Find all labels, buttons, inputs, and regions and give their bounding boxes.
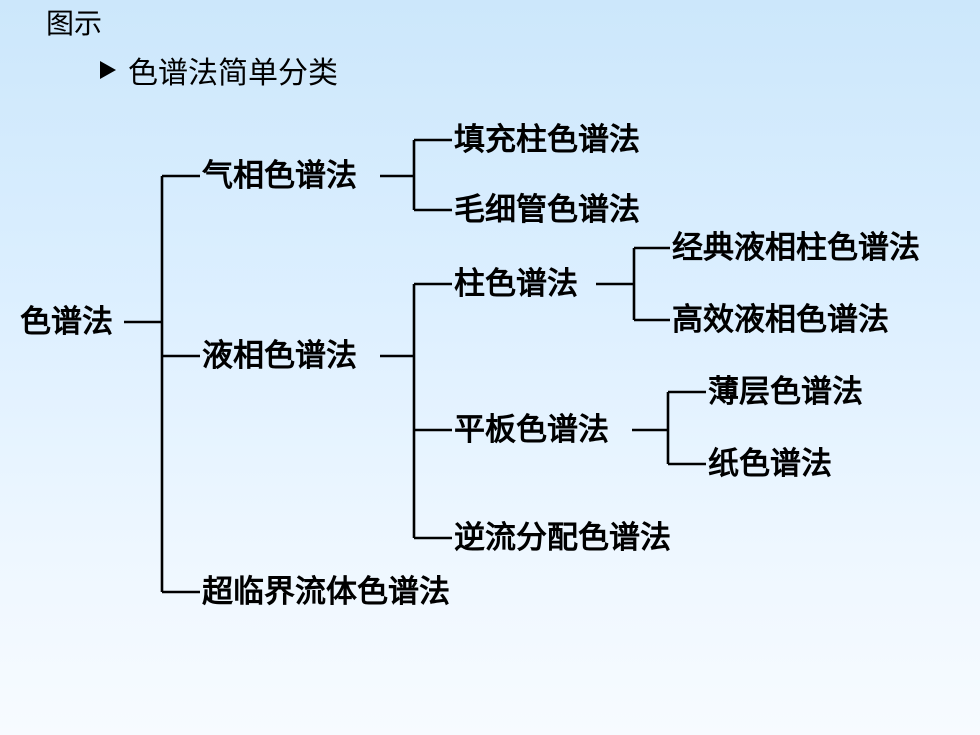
node-gas: 气相色谱法: [202, 158, 357, 194]
node-column: 柱色谱法: [454, 266, 578, 302]
node-column-classic: 经典液相柱色谱法: [672, 230, 920, 266]
section-title: 色谱法简单分类: [128, 56, 338, 91]
section-bullet: 色谱法简单分类: [100, 48, 338, 92]
node-gas-packed: 填充柱色谱法: [454, 122, 640, 158]
page-heading: 图示: [46, 7, 103, 40]
node-supercritical: 超临界流体色谱法: [202, 574, 450, 610]
node-planar: 平板色谱法: [454, 412, 609, 448]
node-root: 色谱法: [20, 304, 113, 340]
node-gas-capillary: 毛细管色谱法: [454, 192, 640, 228]
node-liquid: 液相色谱法: [202, 338, 357, 374]
node-planar-tlc: 薄层色谱法: [708, 374, 863, 410]
arrowhead-bullet-icon: [100, 61, 116, 79]
node-planar-paper: 纸色谱法: [708, 446, 832, 482]
node-column-hplc: 高效液相色谱法: [672, 302, 889, 338]
node-countercurrent: 逆流分配色谱法: [454, 520, 671, 556]
